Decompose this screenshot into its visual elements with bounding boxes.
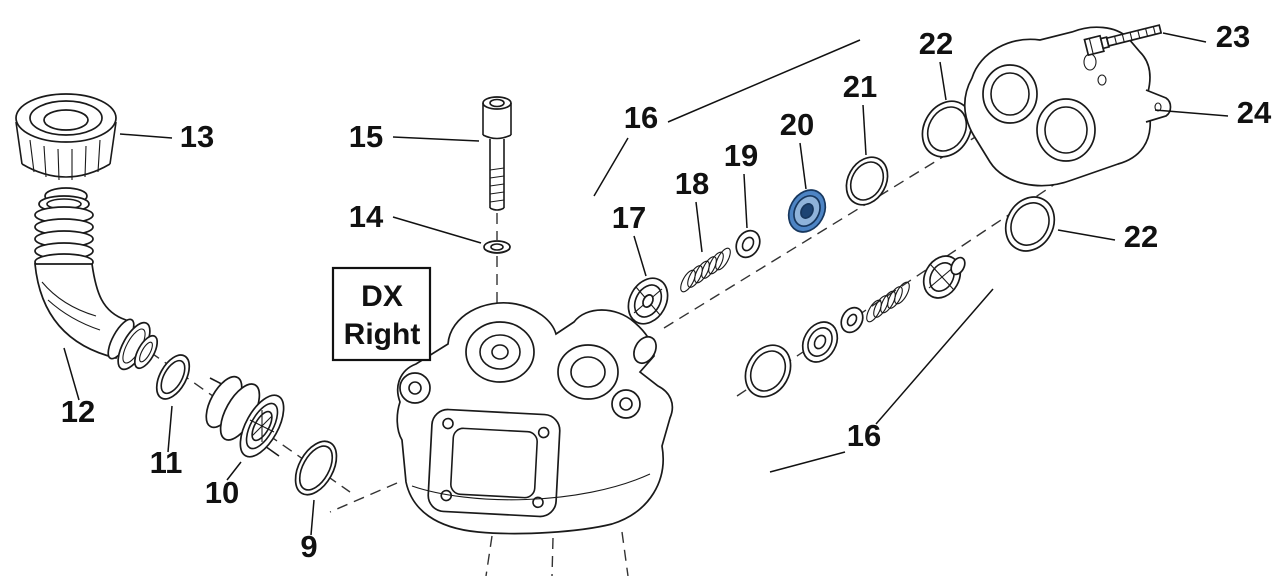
part-20-seal-highlighted[interactable] bbox=[781, 184, 832, 239]
cylinder-boss-right bbox=[557, 344, 619, 400]
part-16b-label[interactable]: 16 bbox=[847, 418, 881, 453]
part-19-washer[interactable] bbox=[732, 226, 765, 261]
part-24-manifold[interactable] bbox=[963, 26, 1172, 187]
orientation-box: DX Right bbox=[331, 266, 432, 362]
part-11-o-ring[interactable] bbox=[150, 350, 196, 405]
part-10-coupling[interactable] bbox=[199, 371, 292, 463]
pump-head-body[interactable] bbox=[396, 302, 674, 535]
leader-lines bbox=[63, 32, 1229, 536]
part-22b-label[interactable]: 22 bbox=[1124, 219, 1158, 254]
part-labels: 13 12 11 10 9 15 14 16 17 18 19 20 21 22… bbox=[61, 19, 1272, 564]
part-10-label[interactable]: 10 bbox=[205, 475, 239, 510]
part-17-valve-cage[interactable] bbox=[621, 271, 676, 330]
part-19-label[interactable]: 19 bbox=[724, 138, 758, 173]
part-22b-o-ring[interactable] bbox=[996, 188, 1063, 259]
part-24-label[interactable]: 24 bbox=[1237, 95, 1272, 130]
mount-ear-right bbox=[611, 389, 641, 419]
part-14-label[interactable]: 14 bbox=[349, 199, 384, 234]
orientation-line2: Right bbox=[344, 318, 421, 351]
part-9-o-ring[interactable] bbox=[287, 434, 345, 501]
part-15-screw[interactable] bbox=[482, 96, 512, 211]
part-16a-label[interactable]: 16 bbox=[624, 100, 658, 135]
part-17-label[interactable]: 17 bbox=[612, 200, 646, 235]
part-14-washer[interactable] bbox=[483, 240, 511, 254]
mount-ear-left bbox=[399, 372, 431, 404]
front-flange bbox=[427, 408, 561, 518]
part-15-label[interactable]: 15 bbox=[349, 119, 383, 154]
part-18-label[interactable]: 18 bbox=[675, 166, 709, 201]
part-12-elbow-hose[interactable] bbox=[34, 195, 162, 374]
part-21-o-ring[interactable] bbox=[838, 150, 895, 212]
part-13-label[interactable]: 13 bbox=[180, 119, 214, 154]
part-13-cap-nut[interactable] bbox=[15, 93, 117, 205]
part-23-screw[interactable] bbox=[1083, 21, 1163, 57]
part-9-label[interactable]: 9 bbox=[300, 529, 317, 564]
part-22a-label[interactable]: 22 bbox=[919, 26, 953, 61]
cylinder-boss-left bbox=[465, 321, 535, 383]
part-11-label[interactable]: 11 bbox=[150, 445, 183, 480]
part-12-label[interactable]: 12 bbox=[61, 394, 95, 429]
part-18-spring[interactable] bbox=[678, 246, 733, 294]
valve-port bbox=[633, 335, 657, 365]
part-22a-o-ring[interactable] bbox=[913, 92, 981, 165]
part-20-label[interactable]: 20 bbox=[780, 107, 814, 142]
part-23-label[interactable]: 23 bbox=[1216, 19, 1250, 54]
seal-hole bbox=[800, 203, 814, 219]
part-21-label[interactable]: 21 bbox=[843, 69, 877, 104]
valve-group-lower[interactable] bbox=[737, 250, 968, 405]
orientation-line1: DX bbox=[361, 280, 403, 313]
